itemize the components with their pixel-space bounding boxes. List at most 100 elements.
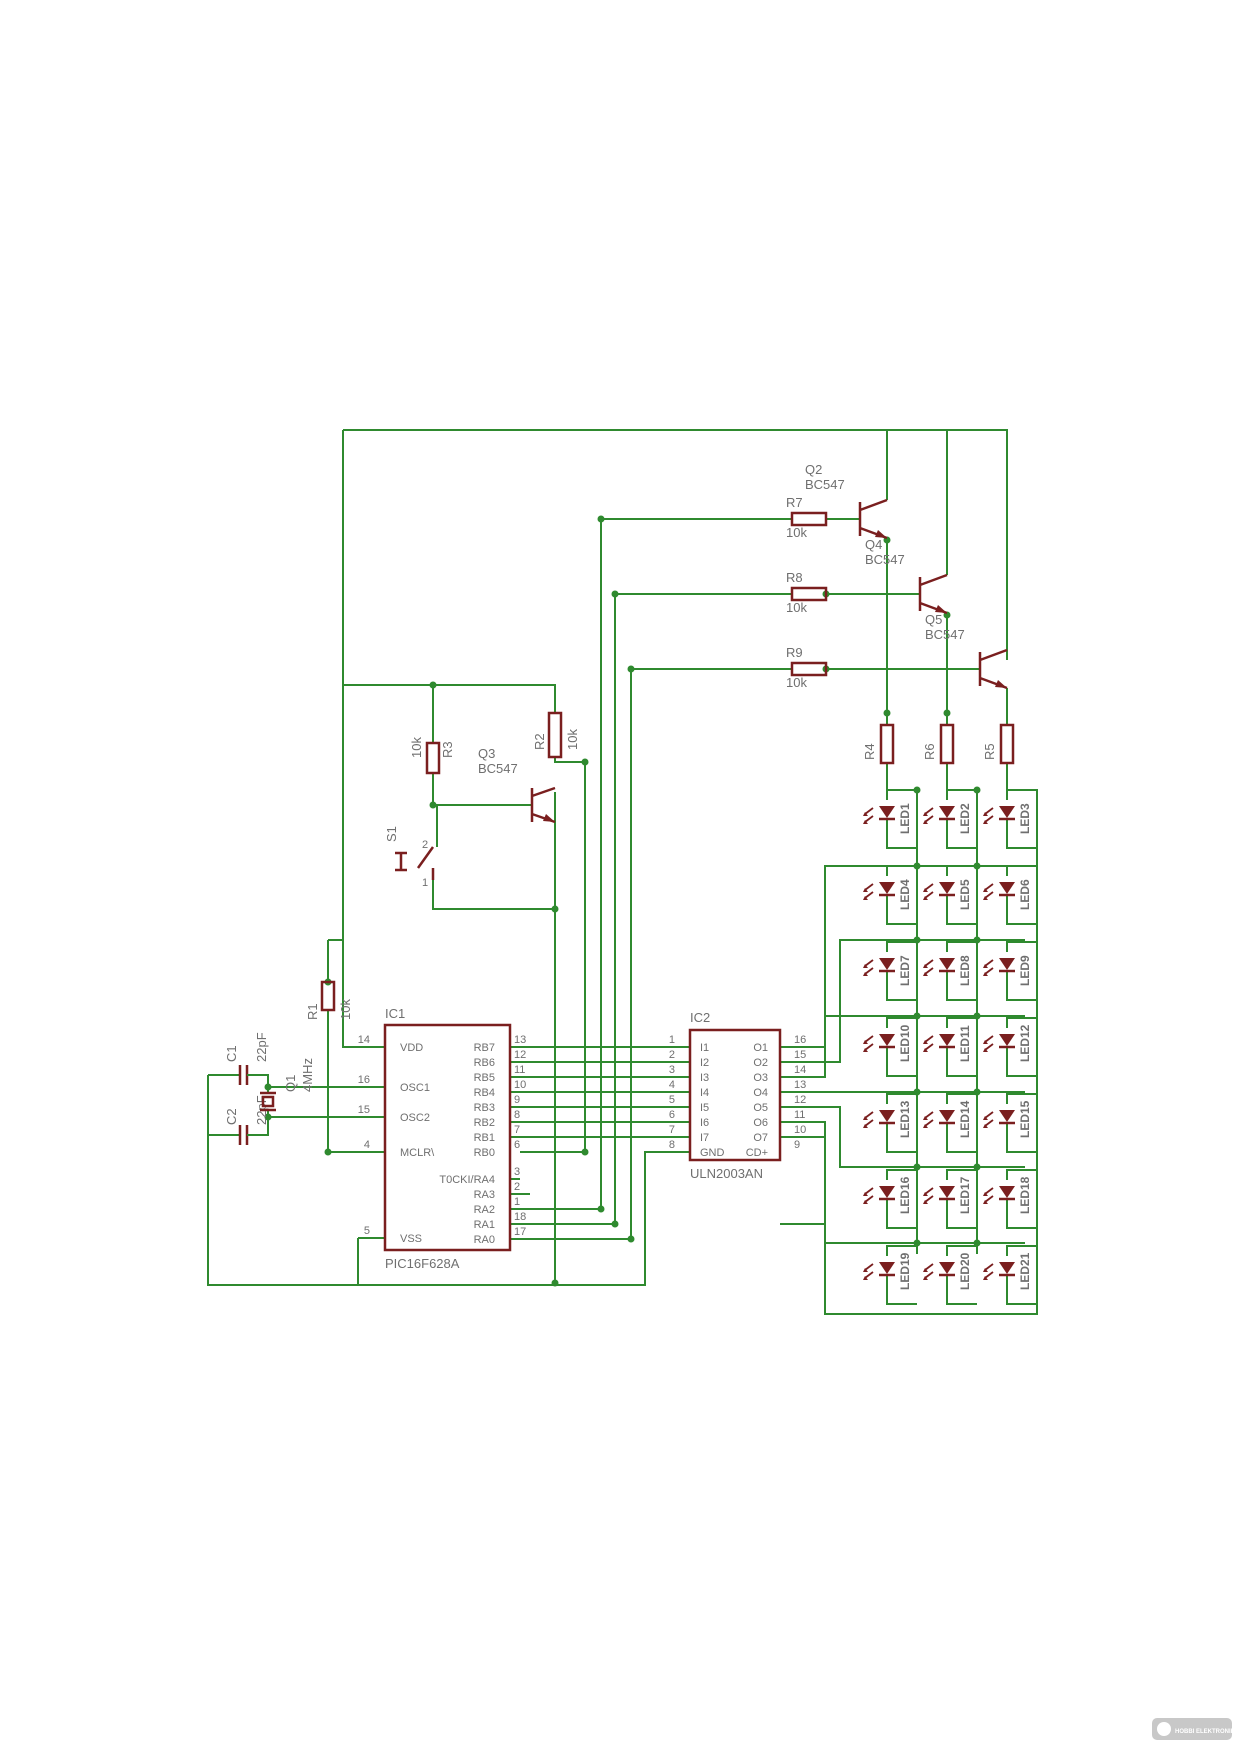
- led-1: LED1: [863, 789, 917, 849]
- led-label: LED3: [1018, 803, 1032, 834]
- led-18: LED18: [983, 1169, 1037, 1229]
- svg-text:1: 1: [514, 1196, 520, 1208]
- svg-text:10: 10: [514, 1079, 526, 1091]
- ic1-pin-osc2: OSC2 15: [358, 1104, 430, 1124]
- svg-text:RB1: RB1: [474, 1132, 495, 1144]
- led-6: LED6: [983, 865, 1037, 925]
- svg-text:3: 3: [669, 1064, 675, 1076]
- svg-text:13: 13: [514, 1034, 526, 1046]
- ic1-pin-vss: VSS 5: [364, 1225, 422, 1245]
- led-label: LED2: [958, 803, 972, 834]
- ic2-ref: IC2: [690, 1010, 710, 1025]
- resistor-r7: R7 10k: [786, 495, 828, 540]
- svg-text:I6: I6: [700, 1117, 709, 1129]
- svg-text:6: 6: [514, 1139, 520, 1151]
- svg-text:3: 3: [514, 1166, 520, 1178]
- ic1-pin-osc1: OSC1 16: [358, 1074, 430, 1094]
- svg-text:RB5: RB5: [474, 1072, 495, 1084]
- svg-text:OSC2: OSC2: [400, 1112, 430, 1124]
- svg-text:O4: O4: [753, 1087, 768, 1099]
- svg-text:BC547: BC547: [865, 552, 905, 567]
- svg-text:S1: S1: [384, 826, 399, 842]
- led-label: LED7: [898, 955, 912, 986]
- resistor-r2: R2 10k: [532, 711, 580, 759]
- svg-text:RA1: RA1: [474, 1219, 495, 1231]
- svg-text:1: 1: [669, 1034, 675, 1046]
- svg-text:GND: GND: [700, 1147, 725, 1159]
- svg-text:7: 7: [669, 1124, 675, 1136]
- led-label: LED19: [898, 1252, 912, 1290]
- hobbi-elektronika-logo: HOBBI ELEKTRONIKA: [1152, 1718, 1240, 1740]
- svg-text:R7: R7: [786, 495, 803, 510]
- led-label: LED20: [958, 1252, 972, 1290]
- crystal-q1: Q1 4MHz: [260, 1058, 315, 1112]
- led-3: LED3: [983, 789, 1037, 849]
- led-label: LED4: [898, 879, 912, 910]
- svg-text:RB7: RB7: [474, 1042, 495, 1054]
- svg-text:I7: I7: [700, 1132, 709, 1144]
- svg-text:6: 6: [669, 1109, 675, 1121]
- svg-text:I5: I5: [700, 1102, 709, 1114]
- led-label: LED12: [1018, 1024, 1032, 1062]
- switch-s1: S1 2 1: [384, 826, 435, 889]
- resistor-r4: R4: [862, 723, 895, 765]
- svg-text:C2: C2: [224, 1108, 239, 1125]
- svg-text:C1: C1: [224, 1045, 239, 1062]
- resistor-r9: R9 10k: [786, 645, 828, 690]
- ic1-right-pins: RB7 13 RB6 12 RB5 11 RB4 10 RB3 9 RB2 8 …: [439, 1034, 526, 1246]
- svg-text:12: 12: [514, 1049, 526, 1061]
- svg-text:14: 14: [358, 1034, 370, 1046]
- svg-text:10k: 10k: [338, 999, 353, 1020]
- svg-text:T0CKI/RA4: T0CKI/RA4: [439, 1174, 495, 1186]
- wires: [207, 429, 1038, 1315]
- svg-text:I2: I2: [700, 1057, 709, 1069]
- svg-text:10k: 10k: [565, 729, 580, 750]
- svg-text:R5: R5: [982, 743, 997, 760]
- svg-text:RA2: RA2: [474, 1204, 495, 1216]
- svg-text:BC547: BC547: [925, 627, 965, 642]
- svg-text:CD+: CD+: [746, 1147, 768, 1159]
- led-8: LED8: [923, 941, 977, 1001]
- svg-text:RB0: RB0: [474, 1147, 495, 1159]
- svg-text:HOBBI ELEKTRONIKA: HOBBI ELEKTRONIKA: [1175, 1729, 1240, 1735]
- svg-text:BC547: BC547: [478, 761, 518, 776]
- svg-text:VDD: VDD: [400, 1042, 423, 1054]
- led-label: LED5: [958, 879, 972, 910]
- svg-text:2: 2: [514, 1181, 520, 1193]
- svg-text:O6: O6: [753, 1117, 768, 1129]
- svg-text:O5: O5: [753, 1102, 768, 1114]
- svg-text:RB2: RB2: [474, 1117, 495, 1129]
- resistor-r1: R1 10k: [305, 980, 353, 1020]
- svg-text:I3: I3: [700, 1072, 709, 1084]
- ic2-right-pins: O1 16 O2 15 O3 14 O4 13 O5 12 O6 11 O7 1…: [746, 1034, 807, 1159]
- svg-text:MCLR\: MCLR\: [400, 1147, 435, 1159]
- svg-text:R8: R8: [786, 570, 803, 585]
- svg-text:9: 9: [514, 1094, 520, 1106]
- svg-text:O7: O7: [753, 1132, 768, 1144]
- svg-text:8: 8: [669, 1139, 675, 1151]
- svg-text:8: 8: [514, 1109, 520, 1121]
- svg-text:13: 13: [794, 1079, 806, 1091]
- ic2-part: ULN2003AN: [690, 1166, 763, 1181]
- led-13: LED13: [863, 1093, 917, 1153]
- svg-text:R1: R1: [305, 1003, 320, 1020]
- svg-text:2: 2: [669, 1049, 675, 1061]
- led-9: LED9: [983, 941, 1037, 1001]
- junction-dots: [264, 515, 981, 1287]
- led-5: LED5: [923, 865, 977, 925]
- resistor-r5: R5: [982, 723, 1015, 765]
- svg-text:17: 17: [514, 1226, 526, 1238]
- svg-text:R2: R2: [532, 733, 547, 750]
- svg-text:16: 16: [358, 1074, 370, 1086]
- led-2: LED2: [923, 789, 977, 849]
- svg-text:15: 15: [358, 1104, 370, 1116]
- svg-text:9: 9: [794, 1139, 800, 1151]
- led-label: LED16: [898, 1176, 912, 1214]
- svg-text:I4: I4: [700, 1087, 709, 1099]
- svg-text:10: 10: [794, 1124, 806, 1136]
- led-15: LED15: [983, 1093, 1037, 1153]
- led-label: LED9: [1018, 955, 1032, 986]
- led-20: LED20: [923, 1245, 977, 1305]
